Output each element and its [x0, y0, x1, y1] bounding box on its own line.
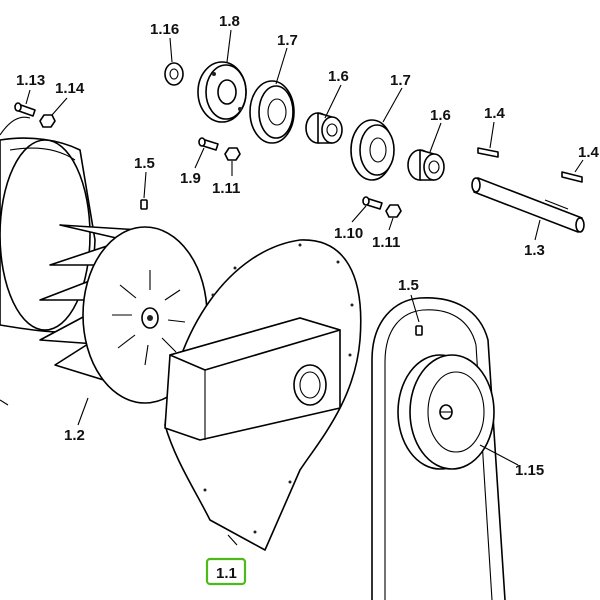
nut-part-1-11-upper: [224, 147, 241, 161]
callout-1-15[interactable]: 1.15: [515, 462, 544, 479]
callout-1-2[interactable]: 1.2: [64, 427, 85, 444]
callout-1-11-upper[interactable]: 1.11: [212, 180, 240, 197]
callout-1-7-left[interactable]: 1.7: [277, 32, 298, 49]
callout-1-9[interactable]: 1.9: [180, 170, 201, 187]
callout-labels: 1.1 1.2 1.3 1.4 1.4 1.5 1.5 1.6 1.6 1.7 …: [16, 13, 600, 586]
drive-pulley: [397, 354, 495, 470]
callout-1-6-left[interactable]: 1.6: [328, 68, 349, 85]
callout-1-3[interactable]: 1.3: [524, 242, 545, 259]
callout-1-5-lower[interactable]: 1.5: [398, 277, 419, 294]
callout-1-8[interactable]: 1.8: [219, 13, 240, 30]
bearing-flange-part-1-7-left: [249, 80, 295, 144]
callout-1-6-right[interactable]: 1.6: [430, 107, 451, 124]
grease-fitting-part-1-5-upper: [140, 199, 148, 210]
bolt-part-1-10: [362, 196, 383, 210]
callout-1-5-upper[interactable]: 1.5: [134, 155, 155, 172]
bearing-part-1-6-left: [305, 112, 343, 144]
callout-1-4-right[interactable]: 1.4: [578, 144, 600, 161]
shaft-key-part-1-4: [477, 147, 583, 183]
callout-1-13[interactable]: 1.13: [16, 72, 45, 89]
callout-1-14[interactable]: 1.14: [55, 80, 85, 97]
nut-part-1-14: [39, 114, 56, 128]
washer-part-1-16: [164, 62, 184, 86]
fan-housing-drum: [0, 116, 96, 406]
callout-1-16[interactable]: 1.16: [150, 21, 179, 38]
callout-1-11-lower[interactable]: 1.11: [372, 234, 400, 251]
leader-lines: [25, 29, 584, 546]
drive-shaft-part-1-3: [471, 177, 585, 233]
bearing-part-1-6-right: [407, 149, 445, 181]
callout-1-1[interactable]: 1.1: [216, 565, 237, 582]
selected-callout-highlight: [205, 557, 247, 586]
bearing-flange-part-1-7-right: [350, 119, 395, 181]
bolt-part-1-13: [14, 102, 36, 117]
callout-1-4-left[interactable]: 1.4: [484, 105, 506, 122]
callout-1-7-right[interactable]: 1.7: [390, 72, 411, 89]
nut-part-1-11-lower: [385, 204, 402, 218]
callout-1-10[interactable]: 1.10: [334, 225, 363, 242]
grease-fitting-part-1-5-lower: [415, 325, 423, 336]
belt-guard-cover-part-1-1: [164, 239, 362, 551]
bearing-ring-part-1-8: [197, 61, 247, 123]
bolt-part-1-9: [198, 137, 219, 151]
